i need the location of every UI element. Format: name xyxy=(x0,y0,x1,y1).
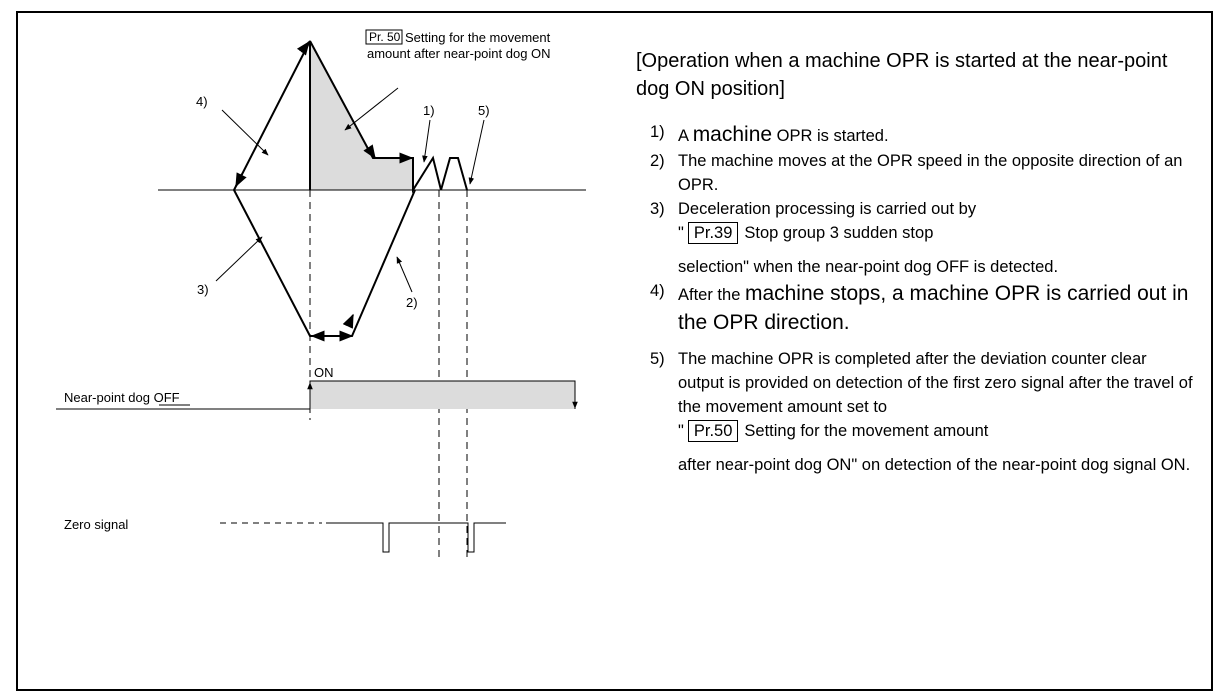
step-4-number: 4) xyxy=(650,282,665,300)
leader-5 xyxy=(468,119,485,185)
step-1-text-b: machine xyxy=(692,123,773,146)
step-3: 3) Deceleration processing is carried ou… xyxy=(650,197,1195,279)
step-2-number: 2) xyxy=(650,152,665,170)
opr-timing-diagram: 4) 3) 2) 1) 5) Pr. 50 Setting for the mo… xyxy=(56,29,586,560)
pr50-ref-text: Pr.50 xyxy=(687,420,739,442)
step-1-text-a: A xyxy=(678,127,693,145)
profile-arrow-up xyxy=(235,172,247,188)
step-4: 4) After the machine stops, a machine OP… xyxy=(650,279,1195,337)
movement-amount-area xyxy=(310,41,413,190)
step-5: 5) The machine OPR is completed after th… xyxy=(650,347,1195,477)
callout-label-4: 4) xyxy=(196,94,208,109)
step-5-quote: " xyxy=(678,422,684,440)
step-3-quote: " xyxy=(678,224,684,242)
step-3-text-b: Stop group 3 sudden stop xyxy=(744,224,934,242)
profile-arrow-rise xyxy=(342,313,354,329)
step-1-text-c: OPR is started. xyxy=(772,127,889,145)
step-5-text-c: after near-point dog ON" on detection of… xyxy=(678,456,1191,474)
pr50-ref-box xyxy=(365,29,403,45)
operation-steps: 1) A machine OPR is started. 2) The mach… xyxy=(650,120,1195,477)
step-1-number: 1) xyxy=(650,123,665,141)
forward-profile xyxy=(233,40,311,191)
callout-label-2: 2) xyxy=(406,295,418,310)
step-1: 1) A machine OPR is started. xyxy=(650,120,1195,149)
pr50-caption-line1: Setting for the movement xyxy=(405,30,551,45)
near-point-dog-label: Near-point dog OFF xyxy=(64,390,180,405)
step-4-text-a: After the xyxy=(678,286,745,304)
reverse-profile xyxy=(233,189,416,337)
zero-signal-label: Zero signal xyxy=(64,517,128,532)
zero-signal-pulses xyxy=(326,522,506,553)
step-gap xyxy=(650,337,1195,347)
step-5-text-a: The machine OPR is completed after the d… xyxy=(678,350,1193,416)
step-5-number: 5) xyxy=(650,350,665,368)
pr39-ref: Pr.39 xyxy=(687,222,739,244)
step-3-text-c: selection" when the near-point dog OFF i… xyxy=(678,258,1059,276)
step-4-text-b: machine stops, a machine OPR is carried … xyxy=(678,282,1189,334)
creep-bump xyxy=(440,157,468,191)
step-2-text: The machine moves at the OPR speed in th… xyxy=(678,152,1183,194)
callout-label-3: 3) xyxy=(197,282,209,297)
step-3-number: 3) xyxy=(650,200,665,218)
callout-label-5: 5) xyxy=(478,103,490,118)
near-point-dog-on-area xyxy=(310,381,575,409)
leader-1 xyxy=(422,119,431,163)
post-dog-profile xyxy=(309,40,442,194)
callout-label-1: 1) xyxy=(423,103,435,118)
on-label: ON xyxy=(314,365,334,380)
near-point-dog-signal xyxy=(56,380,576,410)
leader-pr50 xyxy=(344,87,399,131)
profile-arrow-peak xyxy=(296,40,310,56)
profile-arrow-decel xyxy=(363,144,376,160)
pr50-caption-line2: amount after near-point dog ON xyxy=(367,46,551,61)
explanation-heading: [Operation when a machine OPR is started… xyxy=(636,50,1168,100)
pr50-ref: Pr. 50 xyxy=(369,30,401,44)
leader-4 xyxy=(221,109,269,156)
leader-3 xyxy=(215,236,263,282)
step-5-text-b: Setting for the movement amount xyxy=(744,422,989,440)
step-2: 2) The machine moves at the OPR speed in… xyxy=(650,149,1195,197)
step-3-text-a: Deceleration processing is carried out b… xyxy=(678,200,977,218)
leader-2 xyxy=(396,256,413,293)
